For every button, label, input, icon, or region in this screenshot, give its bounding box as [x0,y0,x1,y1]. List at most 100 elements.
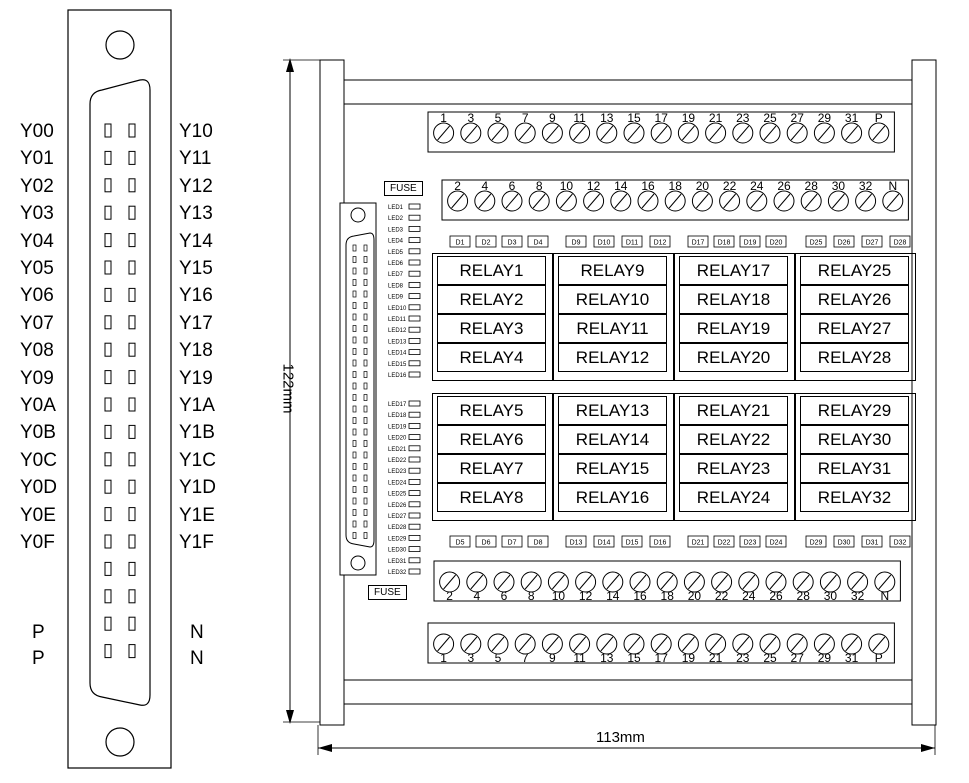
diode-label: D6 [482,540,491,547]
led-label: LED8 [388,283,404,289]
terminal-label: 22 [715,589,729,603]
terminal-screw [827,190,849,212]
diode-marker [527,235,549,248]
terminal-screw [813,633,835,655]
terminal-screw [575,571,597,593]
terminal-label: 7 [522,111,529,125]
board-connector-pin [352,440,357,447]
board-connector-pin [363,405,368,413]
diode-marker [713,235,735,248]
led-marker [408,259,421,266]
terminal-screw [474,190,496,212]
terminal-screw-slot [560,193,573,209]
terminal-block-body [441,179,909,221]
terminal-screw [683,571,705,593]
board-connector-pin [363,313,368,321]
led-marker [408,349,421,356]
terminal-label: 32 [859,179,873,193]
relay-group [432,393,553,521]
terminal-screw [677,633,699,655]
terminal-screw [841,122,863,144]
terminal-label: 23 [736,111,750,125]
led-label: LED19 [388,424,407,430]
terminal-label: 5 [495,651,502,665]
relay-label: RELAY4 [437,343,546,372]
terminal-label: 7 [522,651,529,665]
connector-pin [128,479,136,494]
led-marker [408,203,421,210]
relay-label: RELAY16 [558,483,667,512]
terminal-screw-slot [872,125,886,141]
diode-marker [805,235,827,248]
board-connector-pin [352,359,357,367]
relay-label: RELAY10 [558,285,667,314]
led-label: LED13 [388,339,407,345]
width-dimension-label: 113mm [596,729,645,746]
led-label: LED31 [388,559,407,565]
led-label: LED17 [388,402,407,408]
relay-label: RELAY24 [679,483,788,512]
connector-right-label: Y1C [179,449,216,471]
board-connector-pin [363,256,368,263]
terminal-screw-slot [736,125,750,141]
width-arrow-left [318,744,332,752]
diode-label: D25 [810,240,823,247]
board-connector-pin [352,417,357,424]
connector-pin [104,205,112,220]
fuse-bottom: FUSE [368,585,407,600]
terminal-screw-slot [464,125,478,141]
diode-label: D5 [456,540,465,547]
terminal-screw-slot [518,636,532,652]
terminal-label: 21 [709,111,723,125]
board-connector-shell [345,232,375,548]
terminal-screw [677,122,699,144]
board-connector-pin [352,382,357,390]
connector-left-label: Y03 [20,203,54,225]
terminal-label: 13 [600,111,614,125]
terminal-screw [439,571,461,593]
terminal-screw [813,122,835,144]
connector-pin [104,315,112,330]
terminal-screw-slot [790,636,804,652]
terminal-screw-slot [606,574,620,590]
led-label: LED10 [388,306,407,312]
connector-right-label: Y16 [179,285,213,307]
led-label: LED5 [388,250,404,256]
connector-mount-hole-bottom [105,727,135,757]
terminal-screw-slot [886,193,900,209]
terminal-screw [792,571,814,593]
connector-right-label: Y1A [179,395,215,416]
terminal-screw [547,571,569,593]
terminal-screw-slot [614,193,628,209]
connector-right-label: Y1D [179,477,216,499]
terminal-label: 4 [473,589,480,603]
terminal-screw-slot [478,193,492,209]
board-connector-pin [352,474,357,482]
power-label-n2: N [190,648,204,669]
terminal-screw [493,571,515,593]
terminal-screw [759,122,781,144]
terminal-screw [569,122,591,144]
terminal-screw-slot [579,574,592,590]
board-connector-pin [363,325,368,332]
board-connector-pin [352,463,357,470]
terminal-screw-slot [464,636,478,652]
terminal-screw-slot [573,125,586,141]
height-arrow-bottom [286,710,294,724]
relay-label: RELAY26 [800,285,909,314]
led-label: LED6 [388,261,404,267]
terminal-screw [596,122,618,144]
board-connector-pin [352,267,357,275]
diode-label: D31 [866,540,879,547]
terminal-screw [664,190,686,212]
board-connector-pin [363,520,368,528]
connector-pin [104,561,112,576]
terminal-screw-slot [518,125,532,141]
power-label-n1: N [190,622,204,643]
diode-label: D7 [508,540,517,547]
relay-group [674,253,795,381]
terminal-screw-slot [627,636,641,652]
terminal-screw-slot [443,574,456,590]
terminal-screw [786,122,808,144]
